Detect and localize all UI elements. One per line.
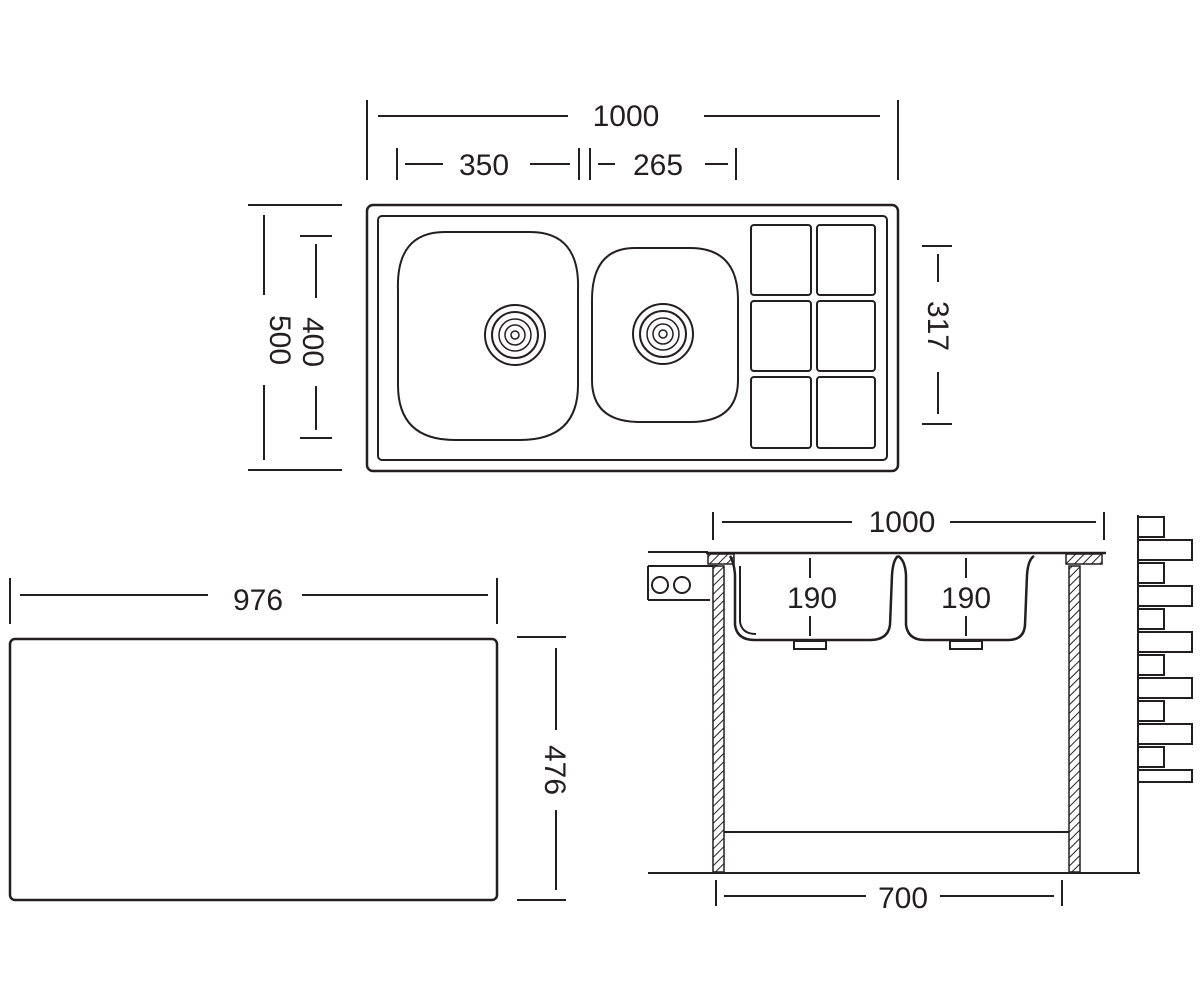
label-bowl-right-width: 265 [633,149,683,182]
cutout-outline [8,637,499,902]
drain-right-icon [632,303,694,365]
dim-bowl-left-height: 190 [787,558,837,636]
bowl-left-section-inner [739,566,757,635]
bowl-left [396,231,580,441]
label-cutout-depth: 476 [538,745,571,795]
rim-hatch-left [707,553,735,565]
dim-bowl-depth: 400 [296,235,332,439]
label-bowl-right-height: 190 [941,582,991,615]
dim-cutout-depth: 476 [517,636,571,901]
bowl-right [591,247,739,423]
sink-inner-rim [377,215,888,461]
label-bowl-left-height: 190 [787,582,837,615]
dim-cutout-width: 976 [9,578,498,624]
dim-overall-width: 1000 [366,100,899,180]
sink-outer-rim [365,203,900,473]
drain-right-section [949,640,983,650]
cabinet-wall-right [1068,565,1081,873]
dim-cabinet-width: 700 [715,880,1063,915]
label-section-width: 1000 [869,506,936,539]
label-bowl-left-width: 350 [459,149,509,182]
label-cutout-width: 976 [233,584,283,617]
drainer-grid [750,224,876,449]
drain-left-section [793,640,827,650]
rim-hatch-right [1065,553,1103,565]
dim-bowl-widths: 350 265 [396,148,737,182]
dim-bowl-right-height: 190 [941,558,991,636]
drain-left-icon [484,304,546,366]
label-bowl-depth: 400 [296,317,329,367]
dim-drainer-depth: 317 [921,245,954,425]
label-drainer-depth: 317 [921,301,954,351]
top-view: 1000 350 265 500 [248,100,954,473]
label-overall-depth: 500 [263,315,296,365]
dim-overall-depth: 500 [248,204,342,471]
countertop-left [647,551,718,601]
cutout-view: 976 476 [8,578,571,902]
label-overall-width: 1000 [593,100,660,133]
cabinet-wall-left [712,565,725,873]
section-view: 1000 190 [647,506,1193,915]
label-cabinet-width: 700 [878,882,928,915]
brick-wall [1137,515,1193,873]
dim-section-width: 1000 [712,506,1105,540]
